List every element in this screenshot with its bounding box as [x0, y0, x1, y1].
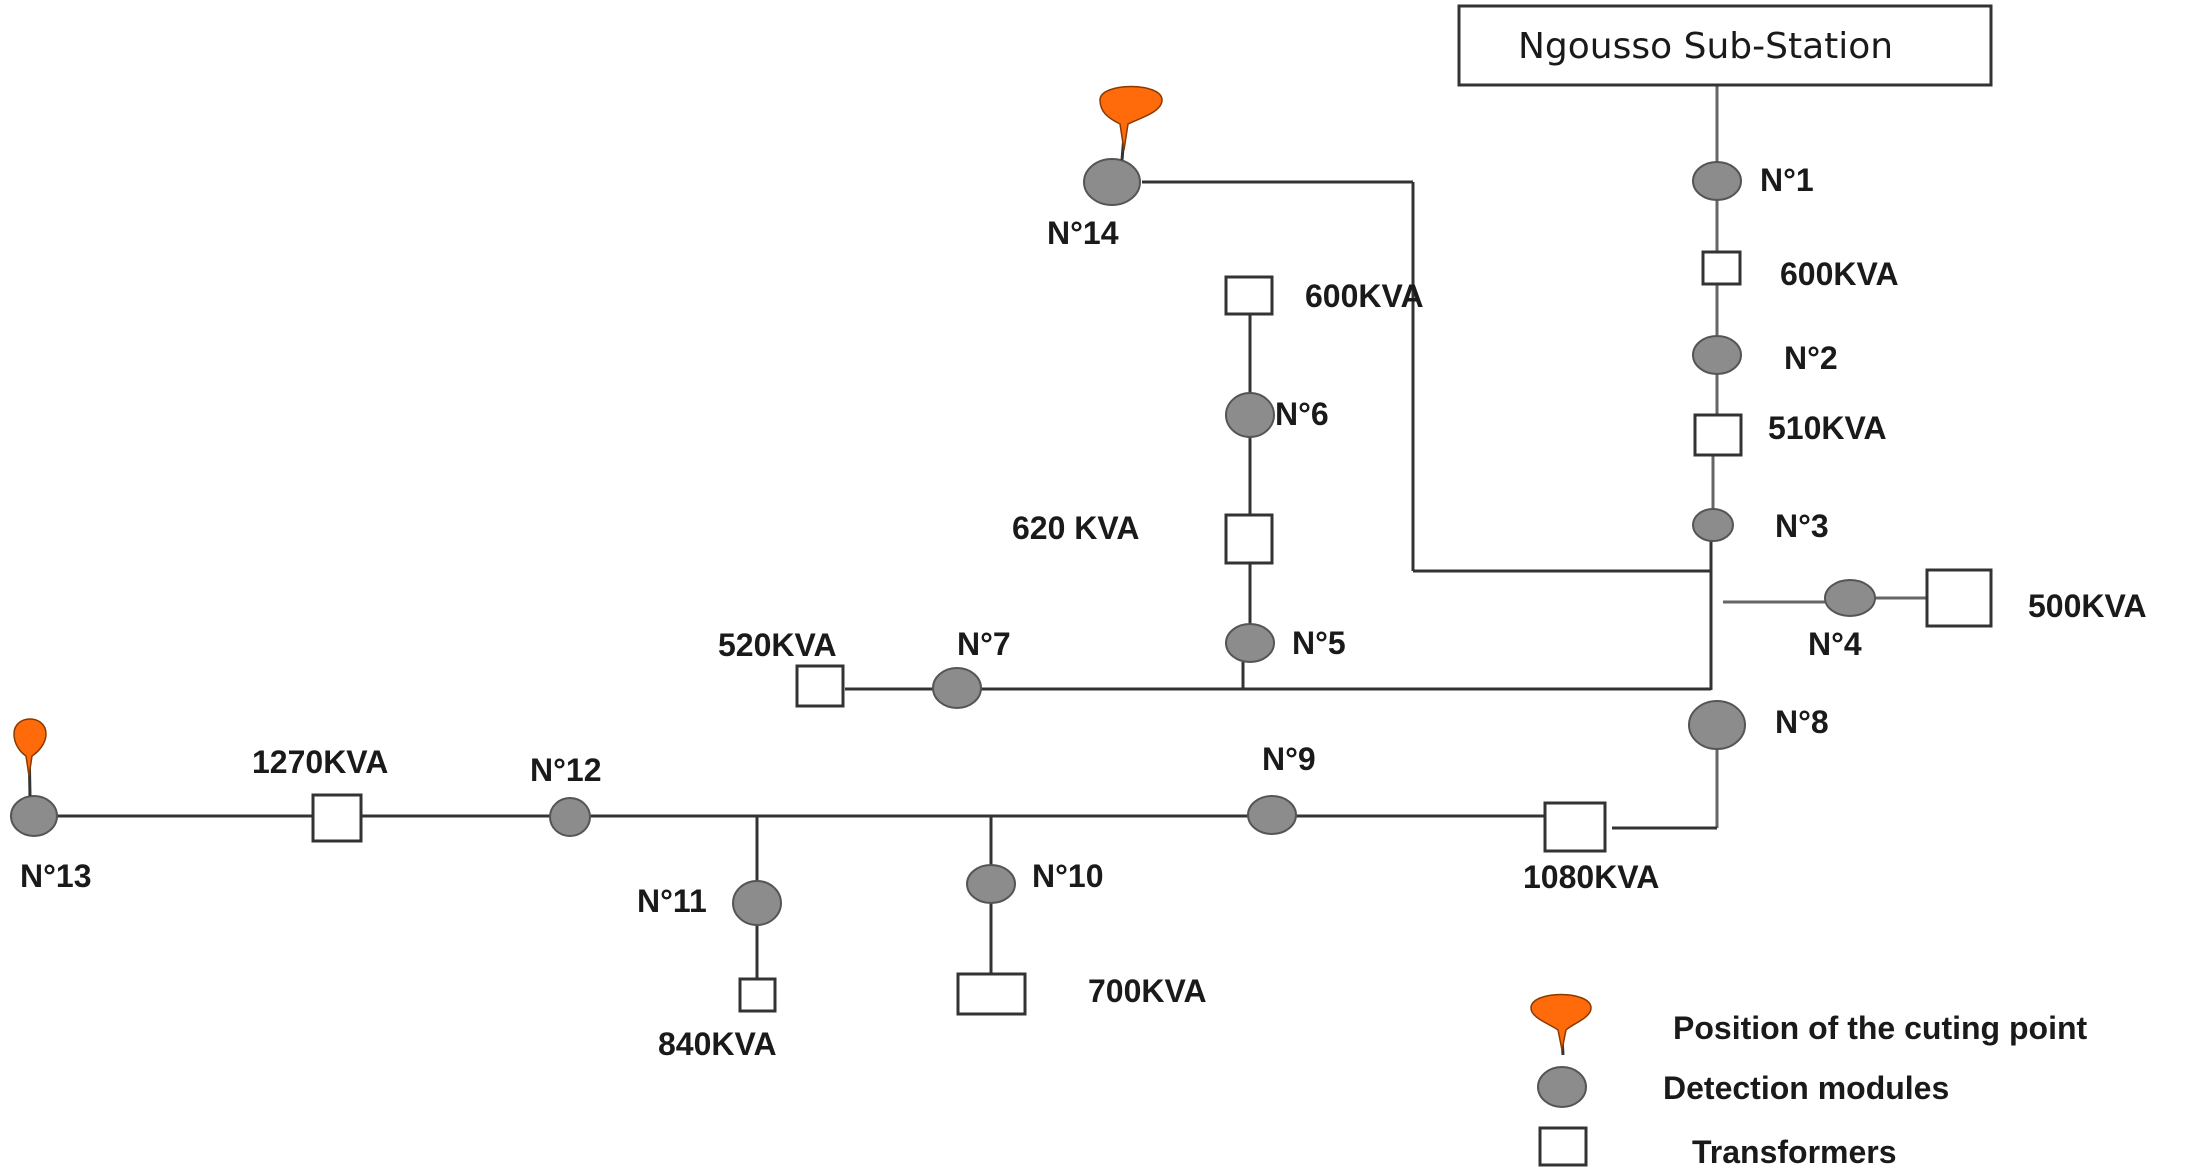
module-label: N°1 — [1760, 162, 1814, 198]
cutting-points — [13, 85, 1163, 797]
module-n12 — [549, 797, 591, 837]
detection-modules: N°1 N°2 N°3 N°4 N°5 N°6 N°7 N°8 N°9 N°10… — [10, 158, 1876, 926]
module-label: N°7 — [957, 626, 1011, 662]
transformer-label: 520KVA — [718, 627, 837, 663]
transformer-label: 620 KVA — [1012, 510, 1139, 546]
legend-transformer-icon — [1538, 1126, 1588, 1167]
substation: Ngousso Sub-Station — [1457, 4, 1993, 87]
transformer-label: 510KVA — [1768, 410, 1887, 446]
transformer-700kva — [956, 972, 1027, 1016]
module-label: N°12 — [530, 752, 602, 788]
module-label: N°2 — [1784, 340, 1838, 376]
legend-cutting-point-label: Position of the cuting point — [1673, 1010, 2088, 1046]
module-label: N°6 — [1275, 396, 1329, 432]
legend: Position of the cuting point Detection m… — [1530, 993, 2088, 1170]
module-n2 — [1692, 335, 1742, 375]
legend-cutting-point-icon — [1530, 993, 1592, 1056]
module-label: N°10 — [1032, 858, 1104, 894]
transformer-1270kva — [311, 793, 363, 843]
module-label: N°8 — [1775, 704, 1829, 740]
legend-transformers-label: Transformers — [1692, 1134, 1897, 1170]
transformer-label: 1080KVA — [1523, 859, 1659, 895]
module-label: N°13 — [20, 858, 92, 894]
transformer-620kva — [1224, 513, 1274, 565]
module-label: N°5 — [1292, 625, 1346, 661]
module-n10 — [966, 864, 1016, 904]
transformer-label: 600KVA — [1305, 278, 1424, 314]
legend-modules-label: Detection modules — [1663, 1070, 1949, 1106]
transformers: 600KVA 510KVA 500KVA 600KVA 620 KVA 520K… — [252, 250, 2147, 1062]
module-n4 — [1824, 579, 1876, 617]
module-n6 — [1225, 392, 1275, 438]
module-n11 — [732, 880, 782, 926]
module-label: N°3 — [1775, 508, 1829, 544]
module-n8 — [1688, 700, 1746, 750]
wires — [30, 85, 1926, 985]
module-label: N°9 — [1262, 741, 1316, 777]
module-label: N°11 — [637, 883, 707, 919]
module-n13 — [10, 795, 58, 837]
module-n14 — [1083, 158, 1141, 206]
legend-module-icon — [1537, 1066, 1587, 1108]
module-n3 — [1692, 508, 1734, 542]
transformer-label: 500KVA — [2028, 588, 2147, 624]
transformer-1080kva — [1543, 801, 1607, 853]
transformer-600kva-trunk — [1701, 250, 1742, 286]
transformer-label: 700KVA — [1088, 973, 1207, 1009]
module-n1 — [1692, 161, 1742, 201]
cutting-point-pin-icon — [13, 718, 47, 797]
module-n5 — [1225, 623, 1275, 663]
transformer-500kva — [1925, 568, 1993, 628]
module-label: N°14 — [1047, 215, 1119, 251]
transformer-label: 600KVA — [1780, 256, 1899, 292]
transformer-600kva-branch — [1224, 275, 1274, 316]
transformer-label: 840KVA — [658, 1026, 777, 1062]
module-n9 — [1247, 795, 1297, 835]
cutting-point-pin-icon — [1099, 85, 1163, 161]
transformer-label: 1270KVA — [252, 744, 388, 780]
transformer-840kva — [738, 977, 777, 1013]
module-n7 — [932, 667, 982, 709]
transformer-520kva — [795, 664, 845, 708]
transformer-510kva — [1693, 413, 1743, 457]
module-label: N°4 — [1808, 626, 1862, 662]
substation-label: Ngousso Sub-Station — [1518, 26, 1893, 67]
substation-box — [1457, 4, 1993, 87]
